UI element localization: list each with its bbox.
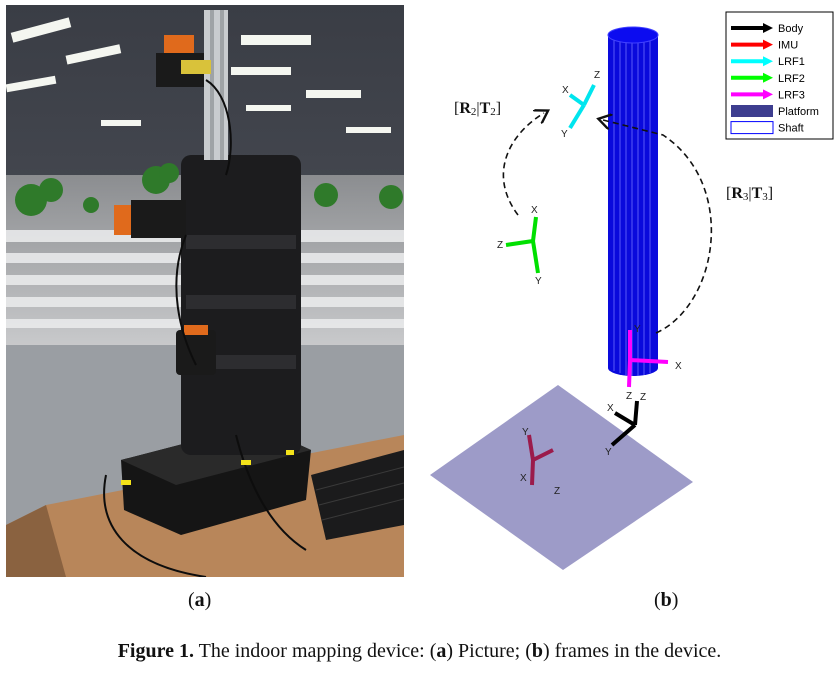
lrf1-axis-y: Y xyxy=(561,129,568,140)
legend-label: LRF3 xyxy=(778,89,805,101)
legend-label: LRF2 xyxy=(778,73,805,85)
legend-label: Platform xyxy=(778,106,819,118)
device-photo xyxy=(6,5,404,577)
body-axis-x: X xyxy=(607,403,614,414)
legend-label: LRF1 xyxy=(778,56,805,68)
caption-b: b xyxy=(531,640,544,662)
platform-axis-z: Z xyxy=(554,486,560,497)
caption-text-2: ) Picture; ( xyxy=(446,640,532,662)
legend-arrowhead-icon xyxy=(763,72,773,83)
platform xyxy=(430,385,693,570)
transform-2-label: [R2|T2] xyxy=(454,100,501,118)
platform-axis-y: Y xyxy=(522,427,529,438)
lrf2-axis-y: Y xyxy=(535,276,542,287)
lrf1-frame xyxy=(568,84,596,130)
transform-2-arrow xyxy=(502,113,544,216)
subfigure-a-letter: a xyxy=(194,589,205,611)
lrf3-axis-x: X xyxy=(675,361,682,372)
transform-3-t-sub: 3 xyxy=(762,191,768,203)
caption-text-3: ) frames in the device. xyxy=(543,640,722,662)
legend-item-body: Body xyxy=(731,23,804,35)
legend-swatch-icon xyxy=(731,105,773,117)
legend-label: IMU xyxy=(778,40,798,52)
legend-item-lrf3: LRF3 xyxy=(731,89,805,101)
legend-label: Body xyxy=(778,23,804,35)
legend-arrowhead-icon xyxy=(763,23,773,33)
lrf3-frame xyxy=(627,330,669,388)
platform-axis-x: X xyxy=(520,473,527,484)
transform-3-t: T xyxy=(752,185,763,202)
lrf3-axis-z: Z xyxy=(626,391,632,402)
frames-diagram: Z X Y X Z Y Y X Z Z X Y Y X Z [R2|T2] [R… xyxy=(430,11,834,570)
transform-3-r: R xyxy=(731,185,743,202)
legend-swatch-icon xyxy=(730,121,774,135)
lrf1-axis-z: Z xyxy=(594,70,600,81)
legend-arrowhead-icon xyxy=(763,89,773,100)
legend-arrowhead-icon xyxy=(763,39,773,50)
legend-item-platform: Platform xyxy=(731,105,819,118)
subfigure-a-label: (a) xyxy=(188,589,212,611)
figure-caption: Figure 1. The indoor mapping device: (a)… xyxy=(0,640,839,663)
transform-3-label: [R3|T3] xyxy=(726,185,773,203)
legend-item-lrf2: LRF2 xyxy=(731,72,805,85)
transform-2-t: T xyxy=(480,100,491,117)
body-axis-y: Y xyxy=(605,447,612,458)
lrf2-frame xyxy=(505,216,540,274)
shaft xyxy=(607,26,659,376)
lrf2-axis-z: Z xyxy=(497,240,503,251)
transform-2-r-sub: 2 xyxy=(471,106,477,118)
subfigure-b-letter: b xyxy=(660,589,672,611)
transform-3-arrow xyxy=(603,120,713,334)
legend-arrowhead-icon xyxy=(763,56,773,67)
transform-2-t-sub: 2 xyxy=(490,106,496,118)
body-axis-z: Z xyxy=(640,392,646,403)
transform-3-r-sub: 3 xyxy=(743,191,749,203)
lrf1-axis-x: X xyxy=(562,85,569,96)
legend-item-lrf1: LRF1 xyxy=(731,56,805,68)
lrf3-axis-y: Y xyxy=(634,324,641,335)
lrf2-axis-x: X xyxy=(531,205,538,216)
legend-item-shaft: Shaft xyxy=(730,121,804,135)
transform-2-r: R xyxy=(459,100,471,117)
platform-frame xyxy=(527,434,554,486)
legend-item-imu: IMU xyxy=(731,39,798,52)
legend-label: Shaft xyxy=(778,123,804,135)
body-frame xyxy=(610,400,639,447)
caption-text-1: The indoor mapping device: ( xyxy=(194,640,437,662)
caption-a: a xyxy=(436,640,447,662)
caption-prefix: Figure 1. xyxy=(117,640,195,662)
subfigure-b-label: (b) xyxy=(654,589,679,611)
